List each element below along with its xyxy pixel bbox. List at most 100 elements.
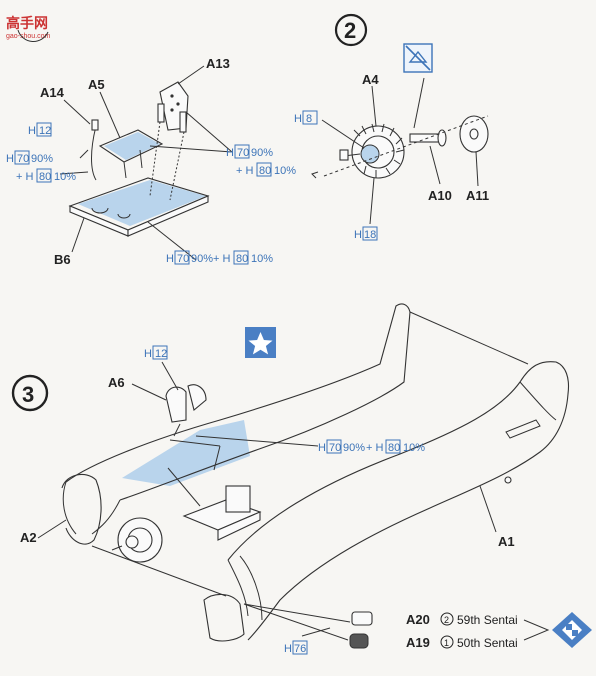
- watermark-url: gao-shou.com: [6, 33, 51, 40]
- leader-paint-a14: [59, 149, 89, 175]
- svg-text:70: 70: [177, 253, 189, 265]
- leader-a4: [371, 85, 377, 127]
- paint-plus-left: + H: [16, 171, 33, 183]
- option-bracket: [523, 619, 550, 641]
- paint-code-12: 12: [39, 125, 51, 137]
- svg-text:10%: 10%: [403, 442, 425, 454]
- leader-h8: [321, 119, 365, 149]
- part-a5-seat: [98, 129, 164, 163]
- label-b6: B6: [54, 252, 71, 267]
- paint-h-a6: H: [144, 348, 152, 360]
- leader-a1: [479, 485, 497, 533]
- label-a19: A19: [406, 635, 430, 650]
- svg-text:80: 80: [39, 171, 51, 183]
- label-a11: A11: [466, 188, 489, 203]
- paint-code-18: 18: [364, 229, 376, 241]
- paint-h-a14: H: [28, 125, 36, 137]
- svg-text:12: 12: [155, 348, 167, 360]
- label-a20: A20: [406, 612, 430, 627]
- step1-circle-fragment: [17, 29, 49, 42]
- seat-paint: [104, 132, 160, 160]
- paint-pct10-left: 10%: [54, 171, 76, 183]
- paint-h-left: H: [6, 153, 14, 165]
- floor-details: [91, 207, 131, 219]
- label-a13: A13: [206, 56, 230, 71]
- paint-h-interior: H: [318, 442, 326, 454]
- svg-text:10%: 10%: [274, 165, 296, 177]
- svg-text:+ H: + H: [213, 253, 230, 265]
- join-arrow-top: [409, 311, 529, 365]
- backplate-guides: [149, 121, 185, 201]
- svg-text:90%: 90%: [251, 147, 273, 159]
- step3-number: 3: [22, 382, 34, 407]
- leader-paint-step3: [195, 435, 319, 447]
- seat-legs: [123, 149, 143, 179]
- paint-pct90-left: 90%: [31, 153, 53, 165]
- paint-code-8: 8: [306, 113, 312, 125]
- part-a19: [349, 633, 369, 649]
- leader-h12-step3: [161, 361, 179, 391]
- svg-text:+ H: + H: [366, 442, 383, 454]
- cockpit-floor-paint: [78, 180, 206, 226]
- assembly-axis: [323, 115, 489, 177]
- option1-number: 1: [444, 638, 449, 648]
- label-a14: A14: [40, 85, 65, 100]
- leader-a14: [63, 99, 91, 125]
- leader-a13: [177, 65, 205, 85]
- step3-fuselage: 3: [11, 303, 592, 655]
- svg-text:10%: 10%: [251, 253, 273, 265]
- svg-text:80: 80: [236, 253, 248, 265]
- svg-text:70: 70: [17, 153, 29, 165]
- svg-text:90%: 90%: [191, 253, 213, 265]
- paint-h-engine: H: [294, 113, 302, 125]
- step1-cockpit: A14 A5 A13 B6 H 12 H 70 90% + H 80 10% H…: [6, 29, 296, 267]
- paint-h-engine2: H: [354, 229, 362, 241]
- option2-text: 59th Sentai: [457, 613, 518, 627]
- option2-number: 2: [444, 615, 449, 625]
- stick-grip: [91, 119, 99, 131]
- label-a1: A1: [498, 534, 515, 549]
- svg-text:70: 70: [237, 147, 249, 159]
- part-a10-shaft: [409, 133, 441, 143]
- label-a5: A5: [88, 77, 105, 92]
- svg-text:+ H: + H: [236, 165, 253, 177]
- part-a20: [351, 611, 373, 626]
- paint-code-76: 76: [294, 643, 306, 655]
- part-a1-fuselage-right: [227, 361, 570, 641]
- svg-text:80: 80: [388, 442, 400, 454]
- paint-h-floor: H: [166, 253, 174, 265]
- label-a4: A4: [362, 72, 379, 87]
- watermark-logo: 高手网: [6, 15, 48, 31]
- leader-paint-a13: [149, 111, 233, 153]
- cockpit-interior-paint: [122, 420, 250, 486]
- label-a10: A10: [428, 188, 452, 203]
- svg-text:90%: 90%: [343, 442, 365, 454]
- svg-text:70: 70: [329, 442, 341, 454]
- leader-h18: [369, 177, 375, 225]
- nose-ring: [61, 473, 102, 545]
- step2-number: 2: [344, 18, 356, 43]
- leader-a10: [429, 145, 441, 185]
- join-arrow-bottom: [91, 545, 227, 597]
- leader-a11: [475, 151, 479, 187]
- paint-h-right: H: [226, 147, 234, 159]
- assembly-guide: [167, 467, 201, 507]
- leader-paint-floor: [147, 221, 197, 261]
- label-a2: A2: [20, 530, 37, 545]
- leader-a2: [37, 519, 67, 539]
- leader-b6: [71, 217, 85, 253]
- label-a6: A6: [108, 375, 125, 390]
- seat-assembly: [225, 485, 251, 513]
- intake: [203, 593, 245, 642]
- part-fuselage-left: [65, 303, 411, 501]
- svg-text:80: 80: [259, 165, 271, 177]
- step2-engine: 2 A4 A10 A11 H 8 H 18: [294, 13, 489, 241]
- part-a14-stick: [91, 125, 97, 181]
- step2-circle: [334, 13, 368, 47]
- part-b6-edge2: [127, 195, 209, 237]
- paint-h-small: H: [284, 643, 292, 655]
- part-a6: [165, 386, 187, 423]
- leader-a5: [99, 91, 121, 139]
